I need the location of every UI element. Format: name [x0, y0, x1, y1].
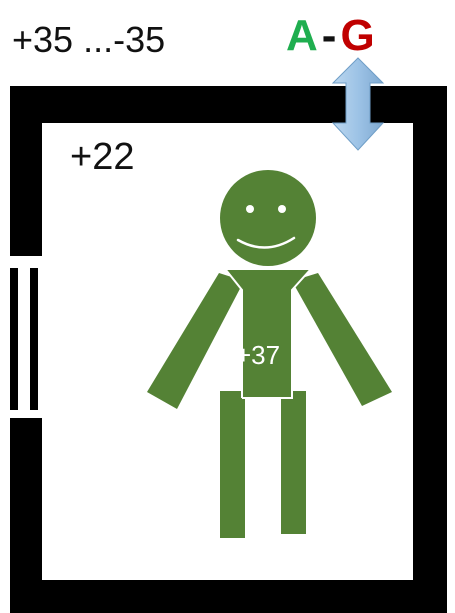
left-arm	[147, 273, 244, 409]
head	[220, 170, 316, 266]
room-temperature: +22	[70, 138, 134, 176]
rating-worst: G	[340, 11, 374, 60]
left-leg	[220, 391, 245, 538]
outside-temperature-range: +35 ...-35	[12, 22, 165, 58]
right-leg	[281, 391, 306, 534]
rating-best: A	[286, 11, 318, 60]
door-icon	[10, 256, 42, 418]
body-temperature: +37	[236, 342, 280, 368]
rating-separator: -	[322, 11, 337, 60]
energy-rating-scale: A-G	[286, 14, 375, 58]
right-arm	[292, 273, 392, 406]
